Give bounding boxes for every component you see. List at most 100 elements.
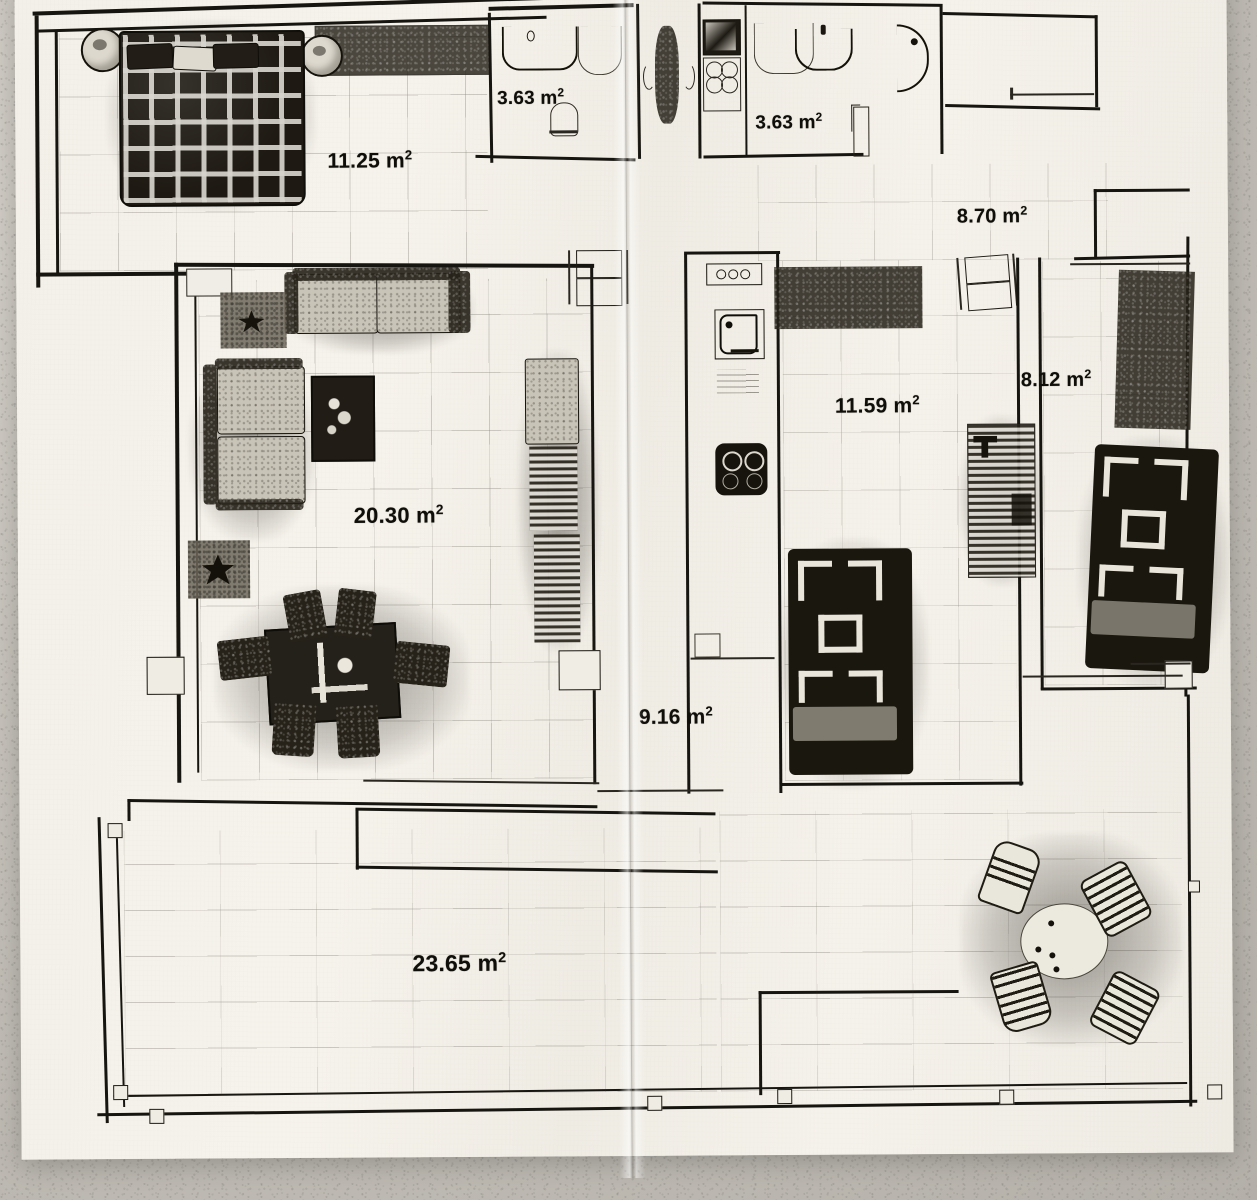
door-hinge-left [568,250,571,305]
door-living-double[interactable] [564,246,632,310]
shelf-unit-bottom [533,534,581,643]
area-label-hallway: 8.70 m2 [956,203,1028,228]
bed3-wardrobe [1114,269,1195,430]
bed2-wardrobe [774,266,923,330]
terrace-step-bottom [355,865,718,873]
door-leaf-lower[interactable] [576,278,623,307]
door-leaf-lower-2[interactable] [966,281,1013,312]
door-leaf-upper-2[interactable] [964,254,1011,285]
rail-post-h [1187,880,1200,893]
bed3-quilt-pattern [1092,448,1209,602]
area-label-bedroom-master: 11.25 m2 [327,147,413,173]
wall-closet-top [942,12,1098,19]
wall-jog-right-ledge [1070,262,1191,266]
wall-jog-right-upper [1093,189,1098,260]
wall-bath2-top [702,1,943,8]
wall-living-right [590,264,597,785]
bed2-quilt-pattern [791,552,903,703]
wall-mid-connector-d [1022,674,1183,678]
sofa-back-left-cushion [294,273,379,335]
sofa-left-cushion-bottom [217,435,306,505]
bed2-bench-detail-bottom [1011,493,1032,526]
wall-jog-right-top [1093,188,1190,193]
appliance-panel-gloss [705,22,736,51]
shaft-arc-left [642,63,656,90]
toilet-2-body [853,106,870,157]
area-label-bathroom-two: 3.63 m2 [755,110,823,134]
area-label-bedroom-three: 8.12 m2 [1020,367,1092,392]
terrace-rail-inner-left [115,825,126,1108]
shelf-unit-top [524,358,580,445]
rail-post-g [1207,1084,1223,1100]
cooktop-burner-2 [744,451,765,472]
bed3 [1084,444,1220,674]
bed2 [787,548,914,775]
area-label-terrace: 23.65 m2 [412,949,507,977]
wall-bedroom-bottom [36,271,193,277]
terrace-floor-right [719,808,1184,1092]
door-hall-double[interactable] [952,249,1023,316]
cabinet-dial-1 [716,269,727,280]
wall-closet-right [1094,15,1099,108]
outdoor-table-dot-1 [1048,920,1055,927]
outdoor-table-dot-3 [1049,952,1056,959]
rail-post-b [113,1085,129,1101]
washbasin-1 [577,26,622,76]
shelf-unit-base-box [558,650,601,691]
kitchen-sink-tap [730,349,759,353]
paper-fold-line [624,0,634,1178]
bathtub-1 [501,26,578,71]
sofa-left-cushion-top [216,365,306,435]
sofa-arm-right [448,270,471,334]
wall-bath1-top [488,3,634,11]
cooktop-burner-3 [722,473,739,490]
wall-kitchen-right [776,253,783,794]
rail-post-c [149,1108,165,1124]
wall-bed3-left [1038,257,1044,690]
pillow-center [172,45,218,72]
wall-left-bedroom [34,15,40,288]
cooktop-burner-1 [722,451,743,472]
door-leaf-upper[interactable] [576,250,623,279]
shaft-plant [654,25,680,124]
nightstand-right-dot [312,45,326,56]
wall-kitchen-top [684,251,781,255]
outdoor-table-dot-4 [1053,966,1060,973]
cabinet-dial-3 [740,269,751,280]
wall-shaft-right [697,3,702,159]
wall-bath2-divider [744,5,748,156]
bed2-footboard [792,706,898,741]
outdoor-table-dot-2 [1035,946,1042,953]
pillow-right [212,42,260,69]
wall-bath2-right [939,4,944,155]
cabinet-dial-2 [728,269,739,280]
outdoor-chair-top-left [976,837,1044,916]
shelf-unit-middle [529,446,578,531]
nightstand-right [300,34,343,77]
shaft-arc-right [682,63,696,90]
wall-bed3-top [1074,254,1191,261]
bathtub-1-drain [526,30,535,42]
door-hinge-left-2 [956,257,963,310]
wall-living-left-inner [194,280,200,773]
kitchen-counter-lines [716,369,759,394]
dining-chair-top-right [333,587,377,640]
hall-floor [757,163,1109,262]
wall-living-left [174,262,181,783]
wall-bath1-bottom [475,154,636,162]
terrace-top-divider [355,807,716,816]
dining-table-setting [308,640,369,704]
nightstand-left-dot [92,39,107,51]
kitchen-counter-edge [690,657,775,660]
terrace-step-left [355,809,359,870]
wall-bed2-bottom [781,781,1024,787]
wall-mid-connector-e [1130,662,1191,666]
toilet-1-tank [549,130,578,134]
wall-mid-connector-c [597,789,724,793]
wall-bath1-left [487,12,494,163]
rail-post-e [777,1088,793,1105]
outdoor-chair-bottom-right [1087,968,1163,1048]
wall-left-bedroom-inner [54,29,59,276]
dining-chair-right [392,640,451,688]
